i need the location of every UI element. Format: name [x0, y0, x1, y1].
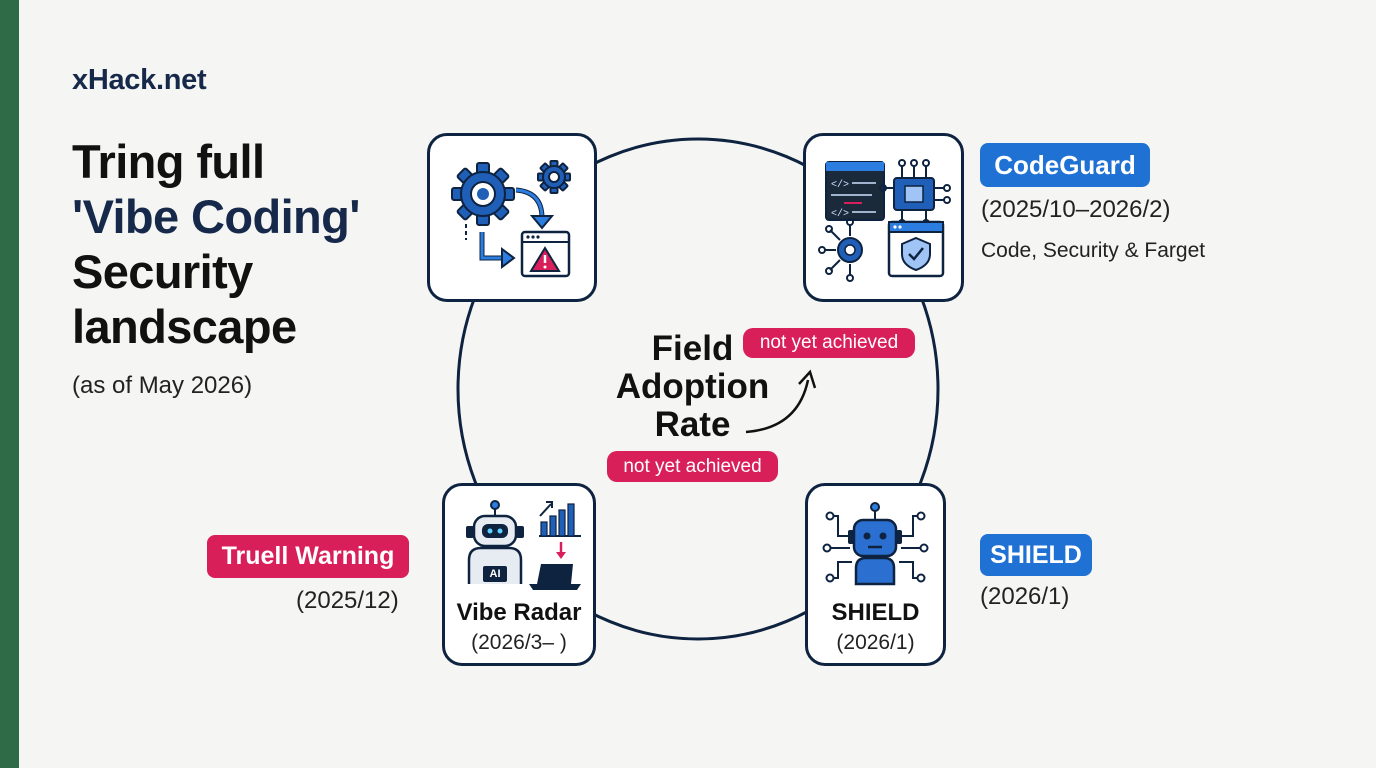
shield-card[interactable]: SHIELD (2026/1) [805, 483, 946, 666]
truell-warning-badge: Truell Warning [207, 535, 409, 578]
vibe-radar-label: Vibe Radar [456, 599, 582, 626]
vibe-radar-card[interactable]: AI Vibe Radar (2026/3– ) [442, 483, 596, 666]
as-of-date: (as of May 2026) [72, 372, 253, 399]
ai-robot-chart-laptop-icon [466, 500, 581, 590]
status-pill-top: not yet achieved [743, 328, 915, 358]
svg-text:</>: </> [831, 208, 849, 220]
codeguard-card[interactable]: </> </> [803, 133, 964, 302]
ai-chip-label: AI [489, 568, 501, 580]
metric-line-2: Adoption [615, 367, 770, 406]
site-name: xHack.net [72, 64, 207, 96]
page-title: Tring full 'Vibe Coding' Security landsc… [72, 134, 360, 354]
center-metric: Field Adoption Rate [590, 330, 795, 444]
codeguard-description: Code, Security & Farget [981, 239, 1206, 262]
title-line-4: landscape [72, 300, 297, 353]
title-line-1: Tring full [72, 135, 265, 188]
vibe-radar-date: (2026/3– ) [471, 631, 567, 654]
left-accent-bar [0, 0, 19, 768]
truell-warning-date: (2025/12) [296, 587, 399, 614]
workflow-card[interactable] [427, 133, 597, 302]
svg-text:</>: </> [831, 179, 849, 191]
shield-badge: SHIELD [980, 534, 1092, 576]
codeguard-badge: CodeGuard [980, 143, 1150, 187]
gears-workflow-warning-icon [451, 160, 571, 278]
code-window-chip-shield-icon: </> </> [818, 159, 951, 282]
robot-network-icon [822, 502, 929, 586]
shield-card-label: SHIELD [831, 599, 920, 626]
metric-line-3: Rate [654, 405, 731, 444]
shield-badge-date: (2026/1) [980, 583, 1070, 610]
status-pill-bottom: not yet achieved [607, 451, 778, 482]
title-line-2: 'Vibe Coding' [72, 190, 360, 243]
shield-card-date: (2026/1) [836, 631, 915, 654]
metric-line-1: Field [651, 329, 734, 368]
title-line-3: Security [72, 245, 253, 298]
codeguard-period: (2025/10–2026/2) [981, 196, 1171, 223]
